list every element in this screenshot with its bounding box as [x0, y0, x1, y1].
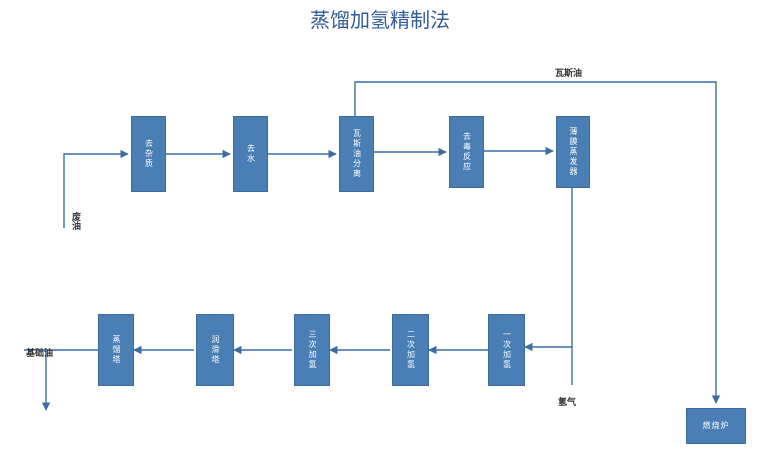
node-hydrogenation-3: 三次加氢	[294, 314, 330, 386]
node-gas-oil-separation: 瓦斯油分离	[339, 116, 374, 192]
edge-n3-n11	[354, 81, 721, 404]
node-detox-reaction: 去毒反应	[449, 116, 484, 188]
diagram-title: 蒸馏加氢精制法	[310, 8, 450, 32]
node-remove-impurities: 去杂质	[131, 116, 166, 192]
label-base-oil: 基础油	[26, 349, 54, 359]
node-dewater: 去水	[233, 116, 268, 192]
node-distillation-tower: 蒸馏塔	[98, 314, 134, 386]
label-waste-oil: 废油	[70, 212, 80, 230]
node-furnace: 燃烧炉	[686, 408, 746, 444]
node-lubrication-tower: 润滑塔	[196, 314, 234, 386]
edge-input-to-n1	[63, 149, 129, 228]
node-hydrogenation-1: 一次加氢	[488, 314, 525, 386]
label-hydrogen: 氢气	[558, 398, 577, 408]
node-hydrogenation-2: 二次加氢	[392, 314, 429, 386]
edge-n5-n6	[524, 188, 573, 352]
node-thin-film-evaporator: 薄膜蒸发器	[556, 116, 590, 188]
label-gas-oil: 瓦斯油	[555, 69, 583, 79]
